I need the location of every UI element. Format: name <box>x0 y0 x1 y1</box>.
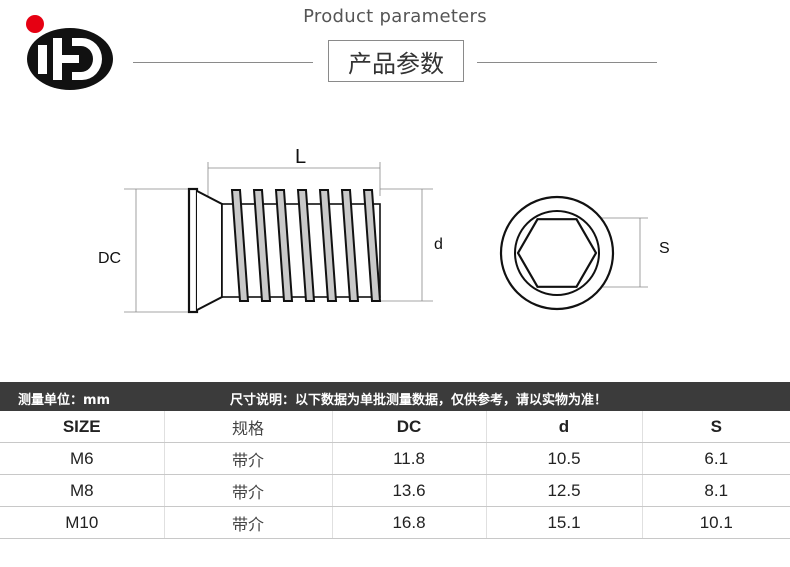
dim-label-L: L <box>295 146 307 168</box>
cell-s: 6.1 <box>642 442 790 475</box>
cell-d: 12.5 <box>486 474 643 507</box>
insert-nut-drawing <box>124 162 648 314</box>
header-d: d <box>486 411 643 443</box>
cell-size: M8 <box>0 474 165 507</box>
header-spec: 规格 <box>164 411 333 443</box>
table-row: M10 带介 16.8 15.1 10.1 <box>0 506 790 539</box>
measurement-info-bar: 测量单位：mm 尺寸说明：以下数据为单批测量数据，仅供参考，请以实物为准！ <box>0 382 790 411</box>
cell-dc: 16.8 <box>332 506 487 539</box>
brand-logo <box>26 15 113 90</box>
dim-label-DC: DC <box>98 250 122 267</box>
cell-spec: 带介 <box>164 442 333 475</box>
thread-ridge <box>318 189 338 302</box>
cell-s: 8.1 <box>642 474 790 507</box>
cell-size: M10 <box>0 506 165 539</box>
thread-ridge <box>274 189 294 302</box>
cell-d: 10.5 <box>486 442 643 475</box>
header-s: S <box>642 411 790 443</box>
unit-note: 测量单位：mm <box>18 393 111 408</box>
header-size: SIZE <box>0 411 165 443</box>
cell-d: 15.1 <box>486 506 643 539</box>
table-row: M8 带介 13.6 12.5 8.1 <box>0 474 790 507</box>
specs-table: SIZE 规格 DC d S M6 带介 11.8 10.5 6.1 M8 带介… <box>0 411 790 539</box>
cell-size: M6 <box>0 442 165 475</box>
cell-s: 10.1 <box>642 506 790 539</box>
cell-dc: 13.6 <box>332 474 487 507</box>
dim-label-S: S <box>659 240 670 257</box>
title-rule-right <box>477 62 657 63</box>
thread-ridge <box>252 189 272 302</box>
table-header-row: SIZE 规格 DC d S <box>0 411 790 443</box>
page-title: 产品参数 <box>328 40 464 82</box>
cell-spec: 带介 <box>164 474 333 507</box>
thread-ridge <box>230 189 250 302</box>
subtitle: Product parameters <box>303 6 487 27</box>
cell-dc: 11.8 <box>332 442 487 475</box>
thread-ridge <box>362 189 382 302</box>
table-row: M6 带介 11.8 10.5 6.1 <box>0 442 790 475</box>
thread-ridge <box>340 189 360 302</box>
dim-label-d: d <box>434 236 443 253</box>
disclaimer-note: 尺寸说明：以下数据为单批测量数据，仅供参考，请以实物为准！ <box>230 393 608 408</box>
thread-ridge <box>296 189 316 302</box>
header-dc: DC <box>332 411 487 443</box>
title-rule-left <box>133 62 313 63</box>
cell-spec: 带介 <box>164 506 333 539</box>
